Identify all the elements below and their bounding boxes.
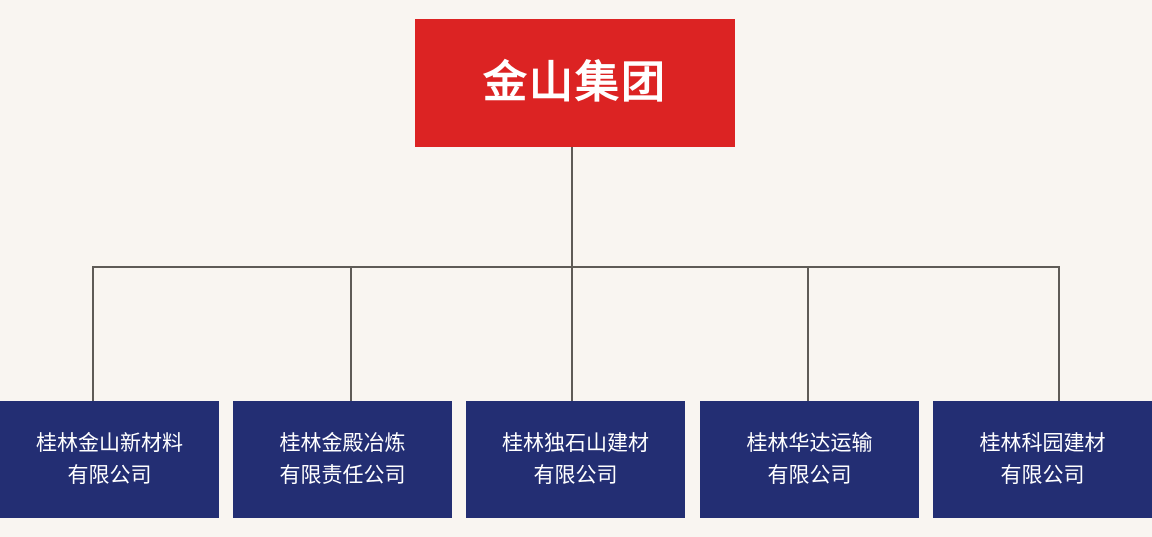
org-node-subsidiary-3[interactable]: 桂林独石山建材 有限公司 xyxy=(466,401,685,518)
org-node-subsidiary-4[interactable]: 桂林华达运输 有限公司 xyxy=(700,401,919,518)
org-node-subsidiary-5-label: 桂林科园建材 有限公司 xyxy=(979,432,1106,487)
connector-horizontal-bus xyxy=(92,266,1060,268)
org-node-subsidiary-2[interactable]: 桂林金殿冶炼 有限责任公司 xyxy=(233,401,452,518)
connector-drop-4 xyxy=(807,266,809,401)
org-node-subsidiary-5[interactable]: 桂林科园建材 有限公司 xyxy=(933,401,1152,518)
connector-drop-1 xyxy=(92,266,94,401)
org-node-subsidiary-4-label: 桂林华达运输 有限公司 xyxy=(746,432,873,487)
connector-drop-2 xyxy=(350,266,352,401)
org-node-subsidiary-1-label: 桂林金山新材料 有限公司 xyxy=(36,432,183,487)
connector-root-stem xyxy=(571,147,573,266)
org-node-root-label: 金山集团 xyxy=(483,57,667,107)
org-node-subsidiary-3-label: 桂林独石山建材 有限公司 xyxy=(502,432,649,487)
org-node-subsidiary-1[interactable]: 桂林金山新材料 有限公司 xyxy=(0,401,219,518)
org-node-subsidiary-2-label: 桂林金殿冶炼 有限责任公司 xyxy=(279,432,406,487)
org-node-root[interactable]: 金山集团 xyxy=(415,19,735,147)
connector-drop-5 xyxy=(1058,266,1060,401)
connector-drop-3 xyxy=(571,266,573,401)
